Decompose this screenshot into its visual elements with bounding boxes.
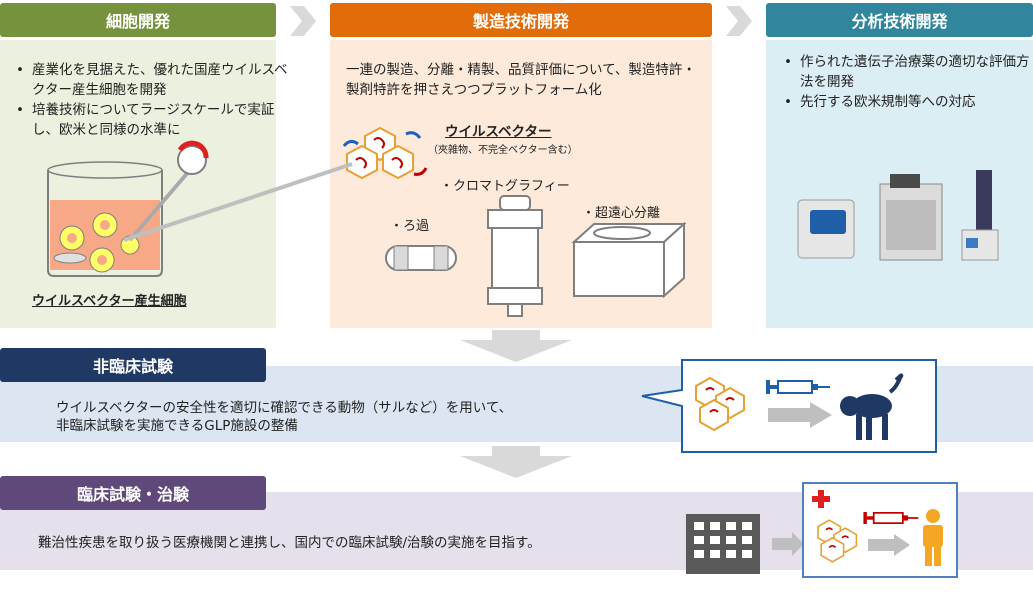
syringe-icon <box>766 380 830 394</box>
cell-dev-bullets: 産業化を見据えた、優れた国産ウイルスベクター産生細胞を開発 培養技術についてラー… <box>10 60 288 140</box>
clinical-header: 臨床試験・治験 <box>0 476 266 510</box>
analysis-header: 分析技術開発 <box>766 3 1033 37</box>
cell-dev-bullet-2: 培養技術についてラージスケールで実証し、欧米と同様の水準に <box>16 100 288 140</box>
clinical-text: 難治性疾患を取り扱う医療機関と連携し、国内での臨床試験/治験の実施を目指す。 <box>38 535 541 551</box>
column-icon <box>487 195 543 317</box>
syringe-icon <box>863 512 919 524</box>
cell-dev-title: 細胞開発 <box>105 12 170 31</box>
cell-dev-panel: 産業化を見据えた、優れた国産ウイルスベクター産生細胞を開発 培養技術についてラー… <box>0 40 288 328</box>
nonclinical-text-2: 非臨床試験を実施できるGLP施設の整備 <box>56 418 298 434</box>
chromatography-label: ・クロマトグラフィー <box>440 179 570 194</box>
manufacturing-text: 一連の製造、分離・精製、品質評価について、製造特許・製剤特許を押さえつつプラット… <box>346 62 696 98</box>
manufacturing-panel: 一連の製造、分離・精製、品質評価について、製造特許・製剤特許を押さえつつプラット… <box>330 40 712 328</box>
analysis-title: 分析技術開発 <box>851 12 948 31</box>
analysis-bullet-2: 先行する欧米規制等への対応 <box>784 92 1030 112</box>
right-arrow-icon <box>768 402 832 428</box>
analyzer-icon <box>797 170 999 261</box>
virus-cluster-icon <box>342 126 428 180</box>
nonclinical-header: 非臨床試験 <box>0 348 266 382</box>
right-arrow-icon <box>868 534 910 556</box>
virus-cluster-icon <box>695 376 745 432</box>
monkey-icon <box>840 373 904 440</box>
nonclinical-title: 非臨床試験 <box>92 357 173 376</box>
manufacturing-header: 製造技術開発 <box>330 3 712 37</box>
right-arrow-icon <box>772 532 804 556</box>
clinical-title: 臨床試験・治験 <box>76 485 189 504</box>
hospital-building-icon <box>686 514 760 574</box>
chevron-right-icon <box>726 6 752 36</box>
person-icon <box>923 509 943 566</box>
nonclinical-text-1: ウイルスベクターの安全性を適切に確認できる動物（サルなど）を用いて、 <box>56 400 513 416</box>
ultracentrifuge-label: ・超遠心分離 <box>582 206 661 221</box>
manufacturing-title: 製造技術開発 <box>472 12 569 31</box>
chevron-right-icon <box>290 6 316 36</box>
cell-dev-header: 細胞開発 <box>0 3 276 37</box>
analysis-bullets: 作られた遺伝子治療薬の適切な評価方法を開発 先行する欧米規制等への対応 <box>778 52 1030 112</box>
filtration-label: ・ろ過 <box>390 219 430 234</box>
cell-label: ウイルスベクター産生細胞 <box>32 294 187 309</box>
vector-note: （夾雑物、不完全ベクター含む） <box>428 145 578 156</box>
connector-line <box>123 162 353 242</box>
centrifuge-icon <box>571 221 687 298</box>
down-arrow-icon <box>460 330 572 362</box>
cell-dev-bullet-1: 産業化を見据えた、優れた国産ウイルスベクター産生細胞を開発 <box>16 60 288 100</box>
analysis-bullet-1: 作られた遺伝子治療薬の適切な評価方法を開発 <box>784 52 1030 92</box>
filter-icon <box>385 245 457 271</box>
medical-cross-icon <box>812 490 830 508</box>
down-arrow-icon <box>460 446 572 478</box>
vector-label: ウイルスベクター <box>445 124 552 140</box>
analysis-panel: 作られた遺伝子治療薬の適切な評価方法を開発 先行する欧米規制等への対応 <box>766 40 1033 328</box>
virus-cluster-icon <box>817 519 858 563</box>
